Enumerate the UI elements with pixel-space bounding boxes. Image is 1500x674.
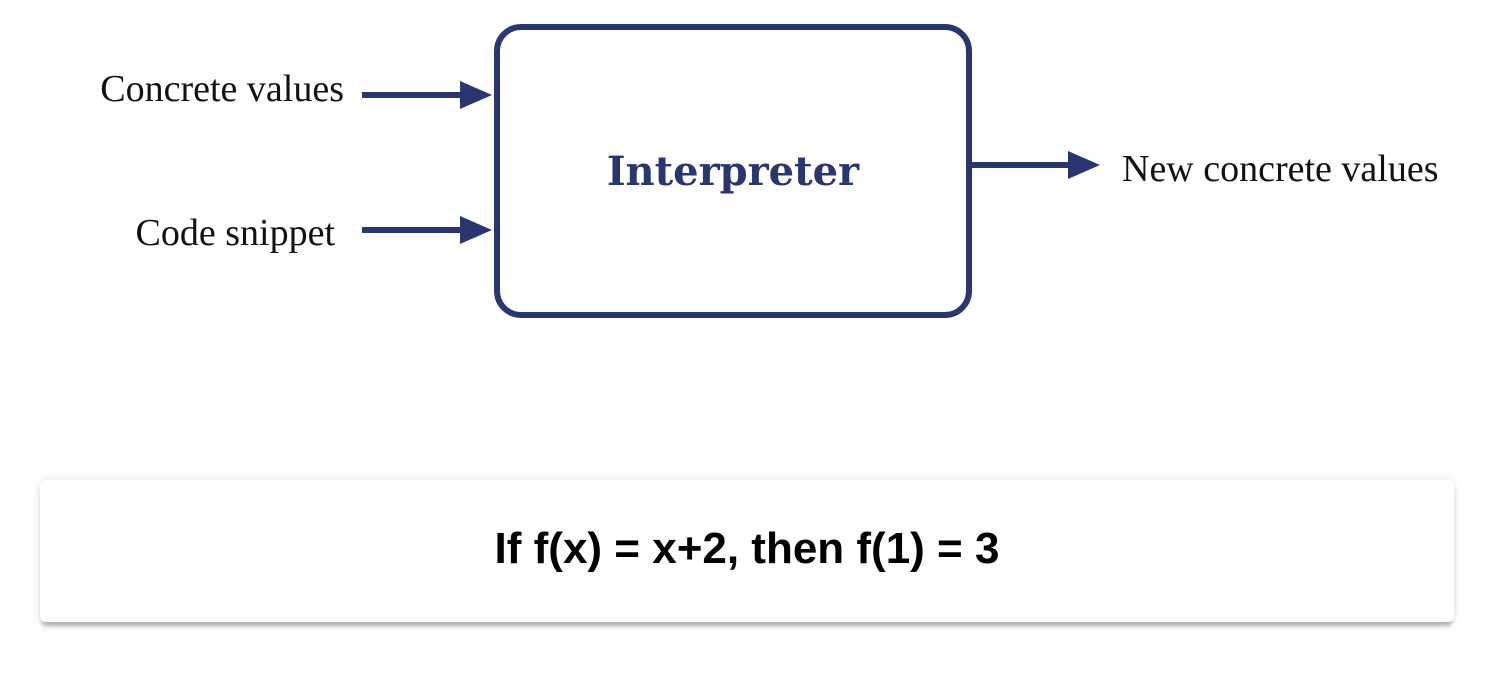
arrow-new-concrete-values: [969, 151, 1100, 179]
arrow-concrete-values: [362, 81, 492, 109]
arrow-code-snippet: [362, 216, 492, 244]
interpreter-box: [494, 24, 972, 318]
output-label-new-concrete-values: New concrete values: [1122, 148, 1439, 190]
interpreter-title: Interpreter: [606, 148, 860, 195]
input-label-concrete-values: Concrete values: [100, 68, 344, 110]
caption-text: If f(x) = x+2, then f(1) = 3: [494, 524, 1000, 573]
caption-card: If f(x) = x+2, then f(1) = 3: [40, 480, 1454, 622]
input-label-code-snippet: Code snippet: [135, 212, 335, 254]
